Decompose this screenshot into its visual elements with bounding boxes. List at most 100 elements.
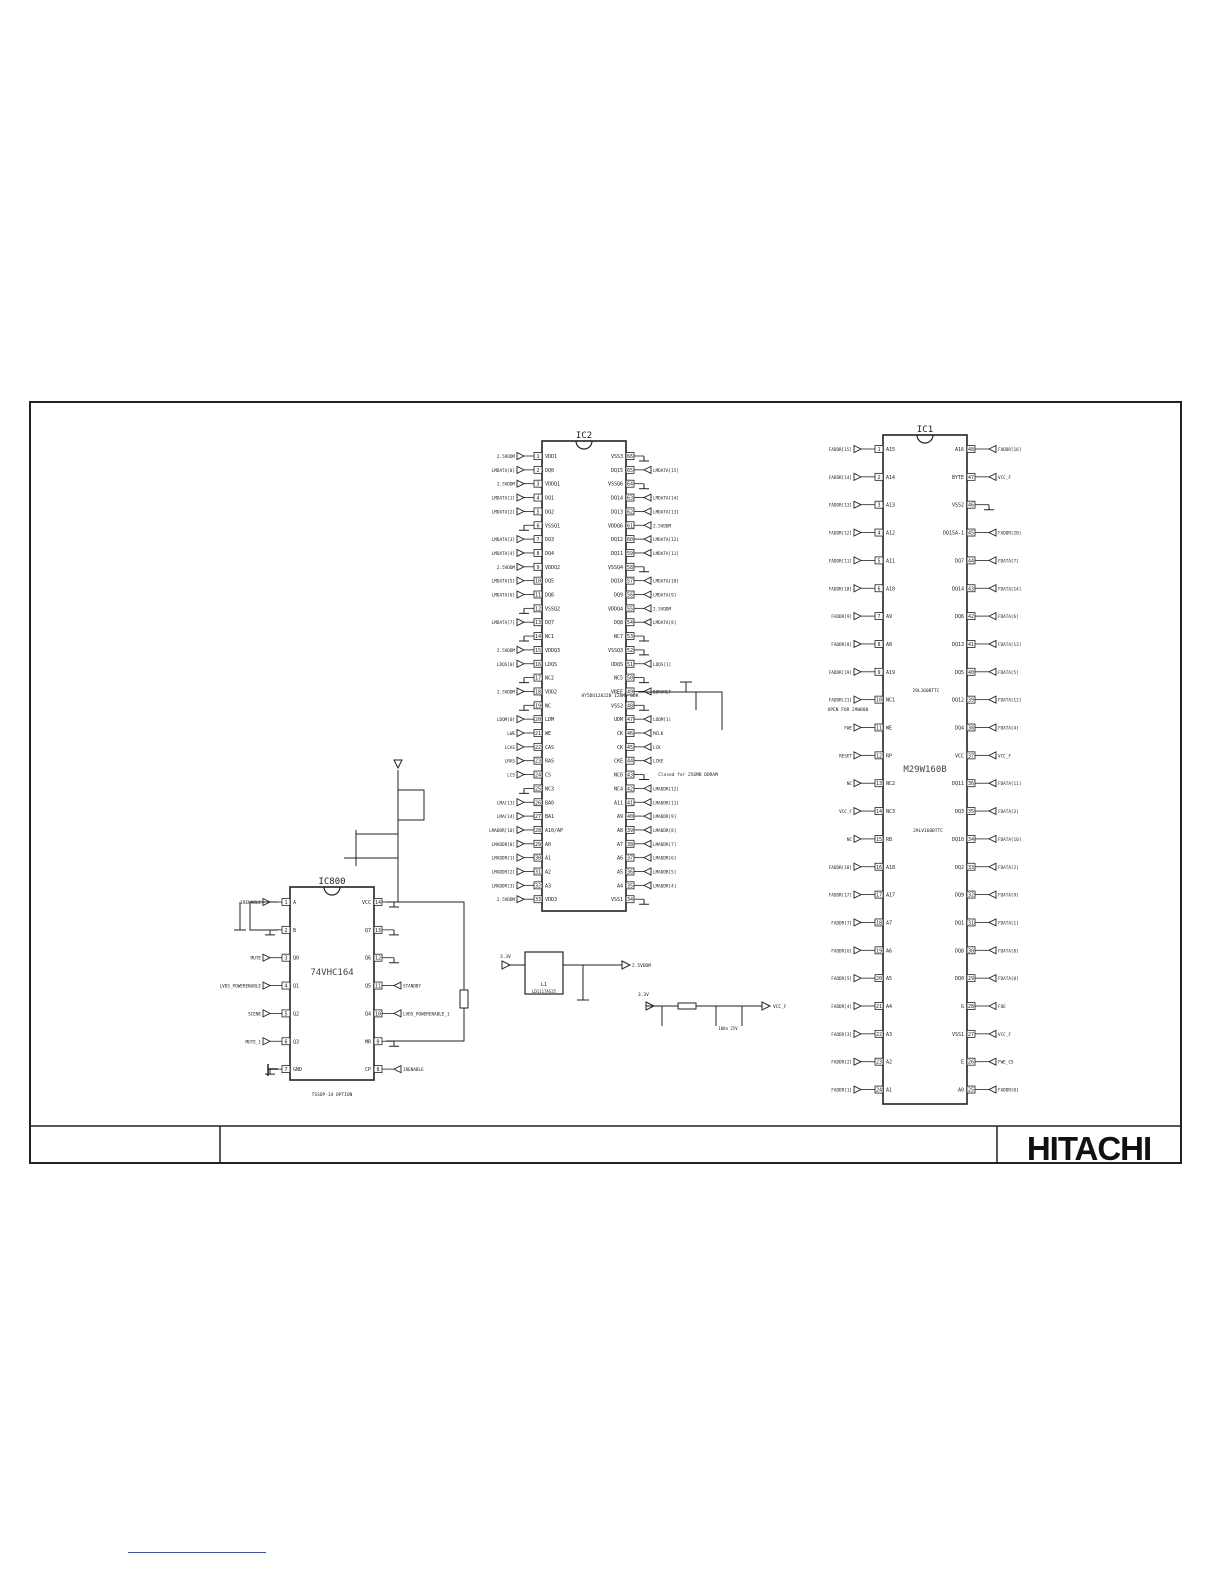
ic2-pin-49-name: VREF [611,689,623,695]
sheet-frame [29,401,1182,1164]
ic2-note-2: Closed for 256MB DDRAM [658,772,718,778]
ic2-pin-39-net-label: LMADDR[8] [653,828,676,834]
ic1-pin-14-number: 14 [876,809,882,815]
ic2-pin-7-port-arrow-icon [516,534,526,544]
ic800-pin-11-name: Q5 [365,984,371,990]
ic2-pin-62-net-label: LMDATA[13] [653,509,679,515]
ic2-pin-45-number: 45 [627,745,633,751]
ic2-pin-59-name: DQ11 [611,551,623,557]
ic1-pin-24-port-arrow-icon [853,1085,863,1094]
ic800-pin-5-number: 5 [284,1011,287,1017]
ic2-pin-18-net-label: 2.5VDDM [497,689,516,695]
ic800-pin-14-ground-icon [389,902,399,908]
ic2-pin-15-port-arrow-icon [516,645,526,655]
ic1-pin-27-port-arrow-icon [987,1029,997,1039]
ic1-note-c: 29LV160BTTC [913,828,943,834]
ic2-pin-29-net-label: LMADDR[0] [492,842,515,848]
ic2-pin-54-net-label: LMDATA[8] [653,620,676,626]
ic2-pin-37-number: 37 [627,856,633,862]
ic2-pin-63-number: 63 [627,496,633,502]
ic2-pin-40-number: 40 [627,814,633,820]
vccf-out-label: VCC_F [773,1004,787,1010]
ic2-pin-47-number: 47 [627,717,633,723]
ic2-pin-58-name: VSSQ4 [608,565,623,571]
ic800-pin-10-number: 10 [375,1011,381,1017]
ic2-pin-57-number: 57 [627,579,633,585]
ic1-pin-39-name: DQ12 [952,698,964,704]
ic2-pin-16-net-label: LDQS[0] [497,662,515,668]
ic1-pin-48-name: A16 [955,447,964,453]
ic1-pin-20-port-arrow-icon [853,973,863,983]
ic1-pin-35-name: DQ3 [955,809,964,815]
ic2-pin-33-number: 33 [535,897,541,903]
ic1-pin-34-port-arrow-icon [987,834,997,844]
ic1-pin-11-port-arrow-icon [853,723,863,732]
ic2-pin-6-name: VSSQ1 [545,523,560,529]
ic1-pin-37-net-label: VCC_F [998,753,1011,759]
ic1-pin-39-port-arrow-icon [987,695,997,704]
ic1-pin-19-number: 19 [876,948,882,954]
ic1-pin-31-name: DQ1 [955,920,964,926]
regulator-out-arrow-icon [621,960,632,970]
ic2-pin-50-ground-icon [639,677,649,684]
vccf-in-label: 3.3V [638,992,649,998]
ic1-pin-9-number: 9 [877,670,880,676]
ic1-pin-20-net-label: FADDR[5] [831,976,852,982]
ic1-pin-22-name: A3 [886,1032,892,1038]
ic800-input-bias [234,901,278,931]
ic2-pin-2-net-label: LMDATA[0] [492,468,515,474]
ic800-pin-6-port-arrow-icon [262,1037,272,1046]
vref-divider [638,681,723,730]
ic2-pin-22-port-arrow-icon [516,742,526,752]
ic1-pin-8-number: 8 [877,642,880,648]
ic2-pin-2-name: DQ0 [545,468,554,474]
ic2-pin-41-net-label: LMADDR[11] [653,800,679,806]
ic2-pin-8-net-label: LMDATA[4] [492,551,515,557]
ic1-pin-8-name: A8 [886,642,892,648]
ic2-pin-37-net-label: LMADDR[6] [653,856,676,862]
ic1-pin-28-name: G [961,1004,964,1010]
ic2-pin-65-number: 65 [627,468,633,474]
ic2-pin-17-name: NC2 [545,676,554,682]
ic800-pin-12-number: 12 [375,956,381,962]
ic1-pin-34-net-label: FDATA[10] [998,837,1021,843]
ic1-pin-8-net-label: FADDR[8] [831,642,852,648]
ic2-pin-40-name: A9 [617,814,623,820]
ic1-pin-9-port-arrow-icon [853,667,863,677]
ic1-pin-5-port-arrow-icon [853,556,863,565]
ic2-pin-17-number: 17 [535,676,541,682]
ic1-note-b: 29L160BTTC [912,688,939,694]
ic1-pin-35-number: 35 [968,809,974,815]
ic2-pin-9-port-arrow-icon [516,562,526,572]
ic1-pin-30-number: 30 [968,948,974,954]
ic2-pin-43-name: NC6 [614,773,623,779]
ic1-pin-25-net-label: FADDR[0] [998,1088,1019,1094]
ic800-pin-7-ground-icon [265,1069,275,1075]
ic1-pin-32-name: DQ9 [955,893,964,899]
ic1-pin-27-name: VSS1 [952,1032,964,1038]
ic800-pin-3-port-arrow-icon [262,953,272,962]
ic2-pin-16-number: 16 [535,662,541,668]
ic2-pin-18-name: VDD2 [545,689,557,695]
ic800-pin-9-number: 9 [376,1039,379,1045]
ic1-pin-45-number: 45 [968,531,974,537]
ic1-pin-47-number: 47 [968,475,974,481]
ic1-pin-5-name: A11 [886,558,895,564]
ic1-pin-16-name: A18 [886,865,895,871]
ic2-pin-27-name: BA1 [545,814,554,820]
ic2-pin-56-port-arrow-icon [642,590,652,599]
ic800-pin-8-number: 8 [376,1067,379,1073]
ic1-pin-44-net-label: FDATA[7] [998,558,1019,564]
ic1-pin-45-port-arrow-icon [987,528,997,537]
ic1-pin-46-ground-icon [984,504,994,511]
ic2-pin-31-net-label: LMADDR[2] [492,870,515,876]
ic2-pin-31-number: 31 [535,870,541,876]
ic800-pin-12-name: Q6 [365,956,371,962]
ic2-pin-25-ground-icon [519,788,529,794]
ic800-pin-4-number: 4 [284,984,287,990]
bottom-link[interactable] [128,1552,266,1553]
ic800-pin-5-net-label: SCENE [248,1011,261,1017]
ic1-pin-23-net-label: FADDR[2] [831,1060,852,1066]
ic1-pin-32-number: 32 [968,893,974,899]
ic2-pin-19-number: 19 [535,703,541,709]
